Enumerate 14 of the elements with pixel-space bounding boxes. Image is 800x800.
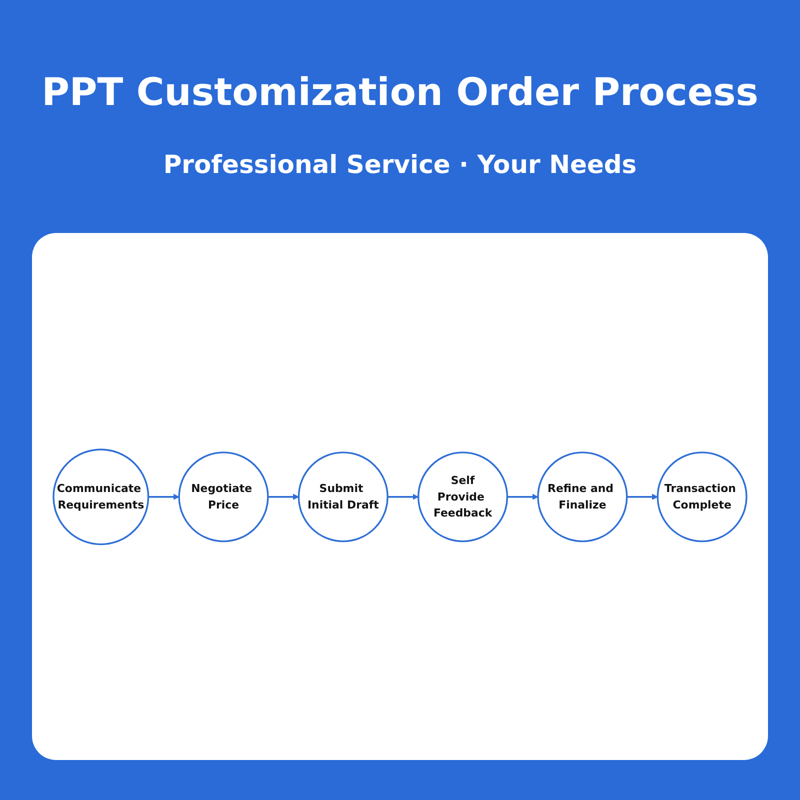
subtitle: Professional Service · Your Needs	[163, 150, 637, 179]
node-circle	[52, 448, 150, 545]
card-background: Communicate Requirements Negotiate Price Submit Initial Draft Self Provide Feedback Refine and Finalize Transaction Complete	[32, 233, 768, 760]
arrow	[507, 493, 538, 500]
arrow	[626, 493, 658, 500]
node-circle	[418, 451, 508, 542]
arrow	[388, 493, 419, 500]
title: PPT Customization Order Process	[40, 70, 760, 114]
node-circle	[178, 451, 269, 542]
arrow	[268, 493, 299, 500]
arrow	[148, 493, 180, 500]
node-circle	[537, 451, 628, 542]
node-circle	[298, 451, 388, 542]
node-circle	[656, 451, 748, 542]
